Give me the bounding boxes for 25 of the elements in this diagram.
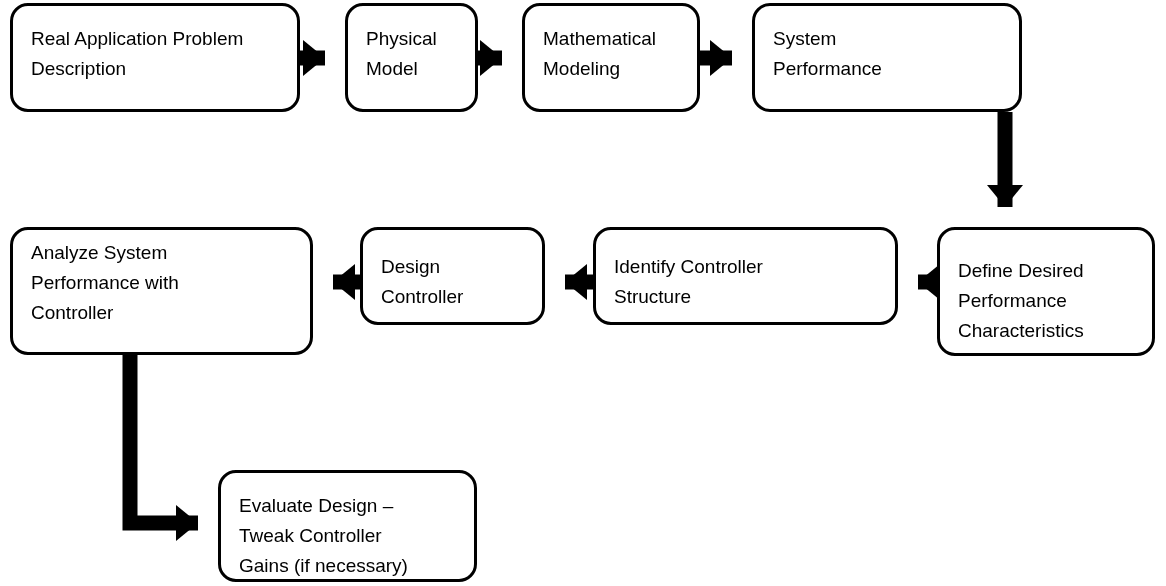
step-label: Design Controller	[381, 255, 465, 309]
step-label: System Performance	[773, 27, 883, 81]
step-label: Real Application Problem Description	[31, 27, 245, 81]
process-box	[752, 3, 1022, 112]
step-label: Define Desired Performance Characteristics	[958, 259, 1085, 343]
process-box	[345, 3, 478, 112]
step-label: Identify Controller Structure	[614, 255, 764, 309]
process-box	[937, 227, 1155, 356]
arrow	[987, 112, 1023, 207]
step-label: Mathematical Modeling	[543, 27, 657, 81]
process-box	[218, 470, 477, 582]
arrow	[333, 264, 360, 300]
arrow	[478, 40, 502, 76]
process-box	[360, 227, 545, 325]
process-box	[10, 3, 300, 112]
step-label: Physical Model	[366, 27, 438, 81]
arrow	[122, 355, 198, 541]
process-box	[522, 3, 700, 112]
process-box	[10, 227, 313, 355]
arrow	[300, 40, 325, 76]
arrow	[565, 264, 593, 300]
arrow	[700, 40, 732, 76]
step-label: Evaluate Design – Tweak Controller Gains (if necessary)	[239, 494, 409, 578]
process-box	[593, 227, 898, 325]
step-label: Analyze System Performance with Controller	[31, 241, 180, 325]
